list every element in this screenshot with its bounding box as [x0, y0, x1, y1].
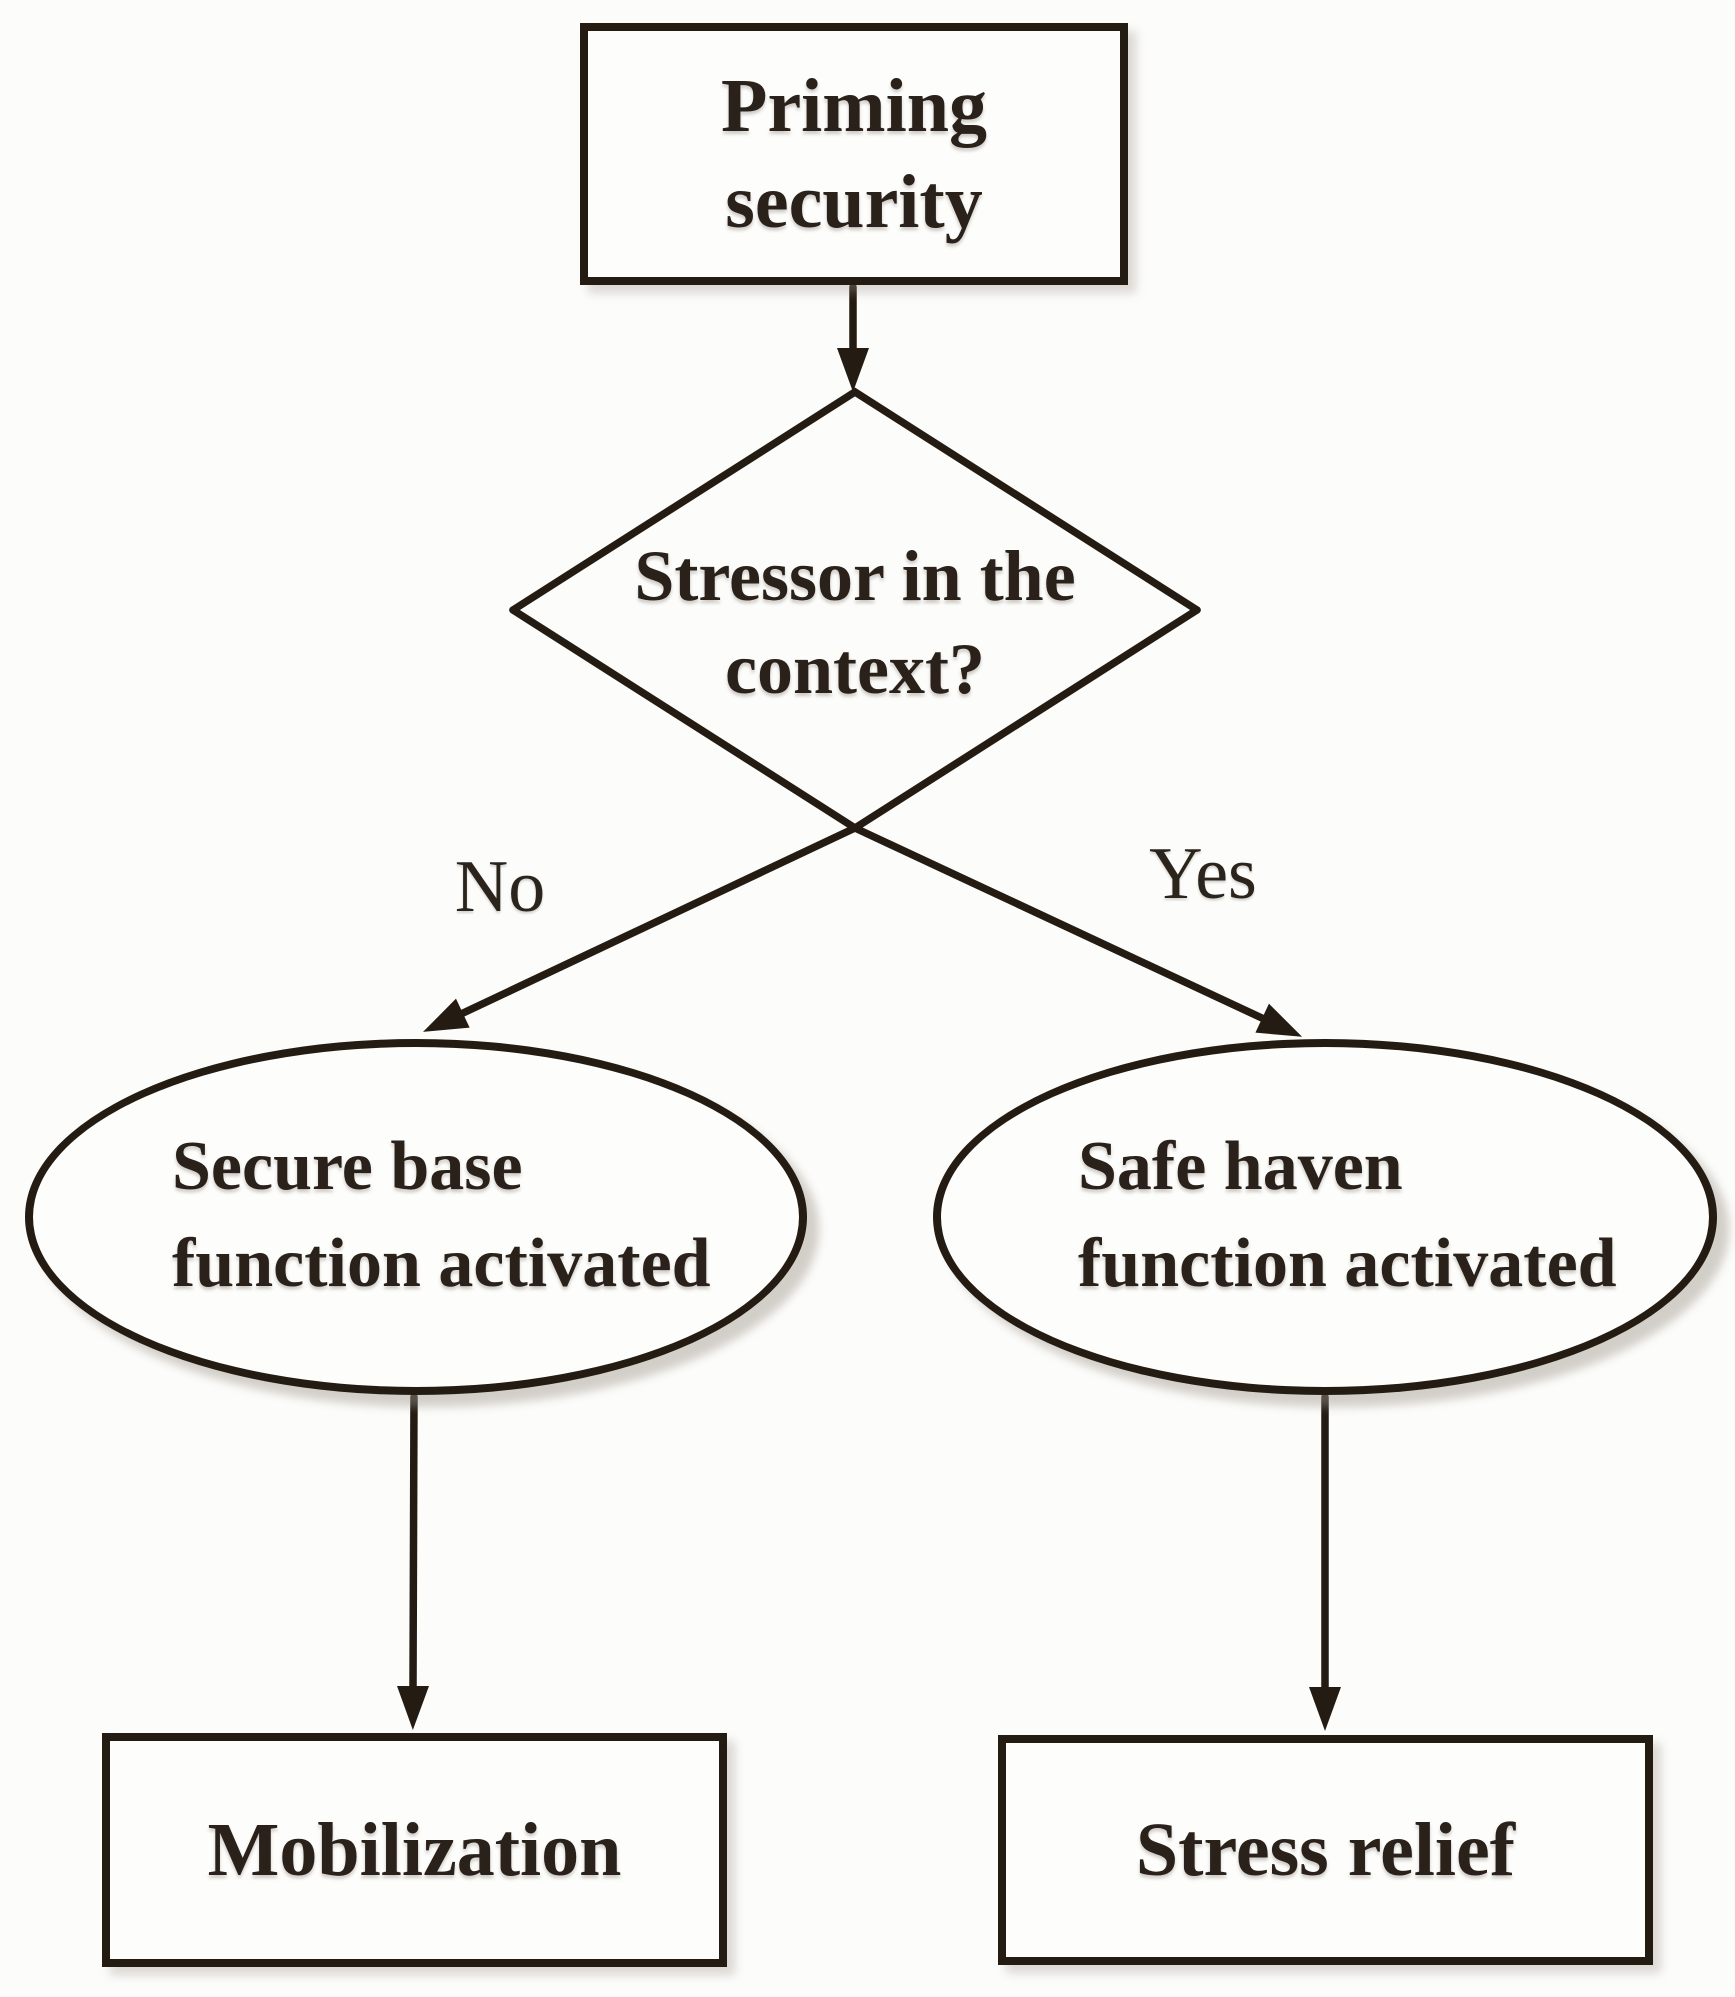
priming-security-label: Priming security [721, 64, 987, 244]
safe-haven-ellipse [933, 1039, 1717, 1395]
decision-diamond-shape [509, 387, 1201, 614]
safe-haven-label: Safe haven function activated [1078, 1128, 1617, 1302]
yes-edge-label: Yes [1149, 833, 1257, 915]
stressor-diamond-label: Stressor in the context? [634, 536, 1076, 709]
stress-relief-box: Stress relief [998, 1735, 1653, 1965]
secure-base-label: Secure base function activated [172, 1128, 711, 1302]
mobilization-box: Mobilization [102, 1733, 727, 1967]
mobilization-label: Mobilization [207, 1808, 622, 1892]
edge-yes-line [509, 606, 1303, 1037]
arrow-secure-to-mobilization [397, 1393, 430, 1730]
stress-relief-label: Stress relief [1135, 1808, 1516, 1892]
secure-base-ellipse [25, 1039, 807, 1395]
no-edge-label: No [454, 846, 546, 928]
priming-security-box: Priming security [580, 23, 1128, 285]
